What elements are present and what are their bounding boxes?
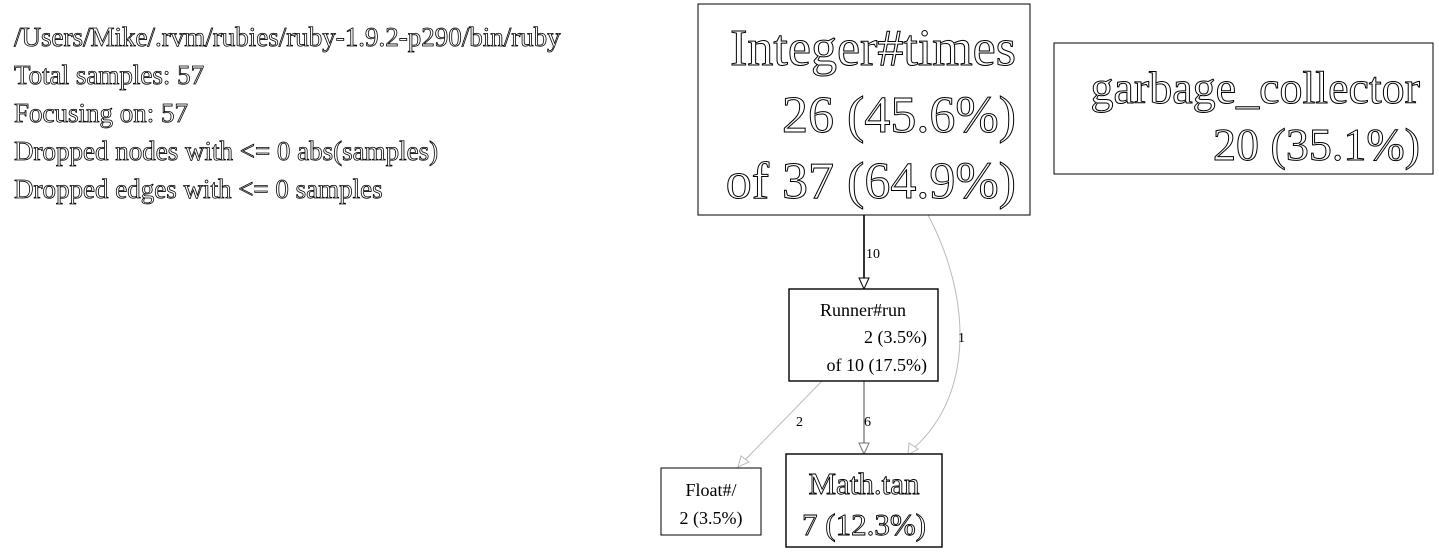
node-math-tan-self: 7 (12.3%) xyxy=(802,507,926,542)
node-runner-run-self: 2 (3.5%) xyxy=(864,327,927,348)
edge-times-to-run-arrow xyxy=(858,277,870,291)
header-focusing-on: Focusing on: 57 xyxy=(14,98,188,128)
header-total-samples: Total samples: 57 xyxy=(14,60,204,90)
edge-times-to-tan xyxy=(913,214,961,449)
node-runner-run[interactable]: Runner#run 2 (3.5%) of 10 (17.5%) xyxy=(788,288,939,382)
edge-run-to-tan-label: 6 xyxy=(864,415,871,430)
node-runner-run-box xyxy=(788,288,939,382)
node-float-div-name: Float#/ xyxy=(685,480,736,500)
node-float-div-self: 2 (3.5%) xyxy=(680,508,743,529)
node-integer-times-self: 26 (45.6%) xyxy=(782,87,1016,144)
header-dropped-nodes: Dropped nodes with <= 0 abs(samples) xyxy=(14,136,438,166)
node-garbage-collector[interactable]: garbage_collector 20 (35.1%) xyxy=(1053,42,1434,175)
edge-times-to-tan-arrow xyxy=(907,442,919,456)
edges: 10 1 2 6 xyxy=(737,214,965,468)
node-integer-times[interactable]: Integer#times 26 (45.6%) of 37 (64.9%) xyxy=(697,3,1031,216)
node-math-tan[interactable]: Math.tan 7 (12.3%) xyxy=(785,453,943,548)
node-runner-run-total: of 10 (17.5%) xyxy=(827,355,927,376)
edge-run-to-tan-arrow xyxy=(858,442,870,456)
node-math-tan-name: Math.tan xyxy=(808,466,920,501)
edge-times-to-tan-label: 1 xyxy=(958,331,965,346)
node-integer-times-total: of 37 (64.9%) xyxy=(726,153,1016,210)
node-integer-times-box xyxy=(697,3,1031,216)
node-garbage-collector-name: garbage_collector xyxy=(1091,62,1420,113)
header-ruby-path: /Users/Mike/.rvm/rubies/ruby-1.9.2-p290/… xyxy=(14,22,561,52)
header-dropped-edges: Dropped edges with <= 0 samples xyxy=(14,174,383,204)
node-float-div[interactable]: Float#/ 2 (3.5%) xyxy=(660,467,762,536)
edge-run-to-float-label: 2 xyxy=(796,415,803,430)
edge-run-to-float xyxy=(743,380,823,462)
node-runner-run-name: Runner#run xyxy=(820,300,906,320)
node-float-div-box xyxy=(660,467,762,536)
edge-run-to-float-arrow xyxy=(737,455,750,468)
node-garbage-collector-self: 20 (35.1%) xyxy=(1213,119,1420,170)
edge-times-to-run-label: 10 xyxy=(866,247,880,262)
node-math-tan-box xyxy=(785,453,943,548)
header-legend: /Users/Mike/.rvm/rubies/ruby-1.9.2-p290/… xyxy=(14,22,562,205)
node-integer-times-name: Integer#times xyxy=(730,20,1016,77)
node-garbage-collector-box xyxy=(1053,42,1434,175)
